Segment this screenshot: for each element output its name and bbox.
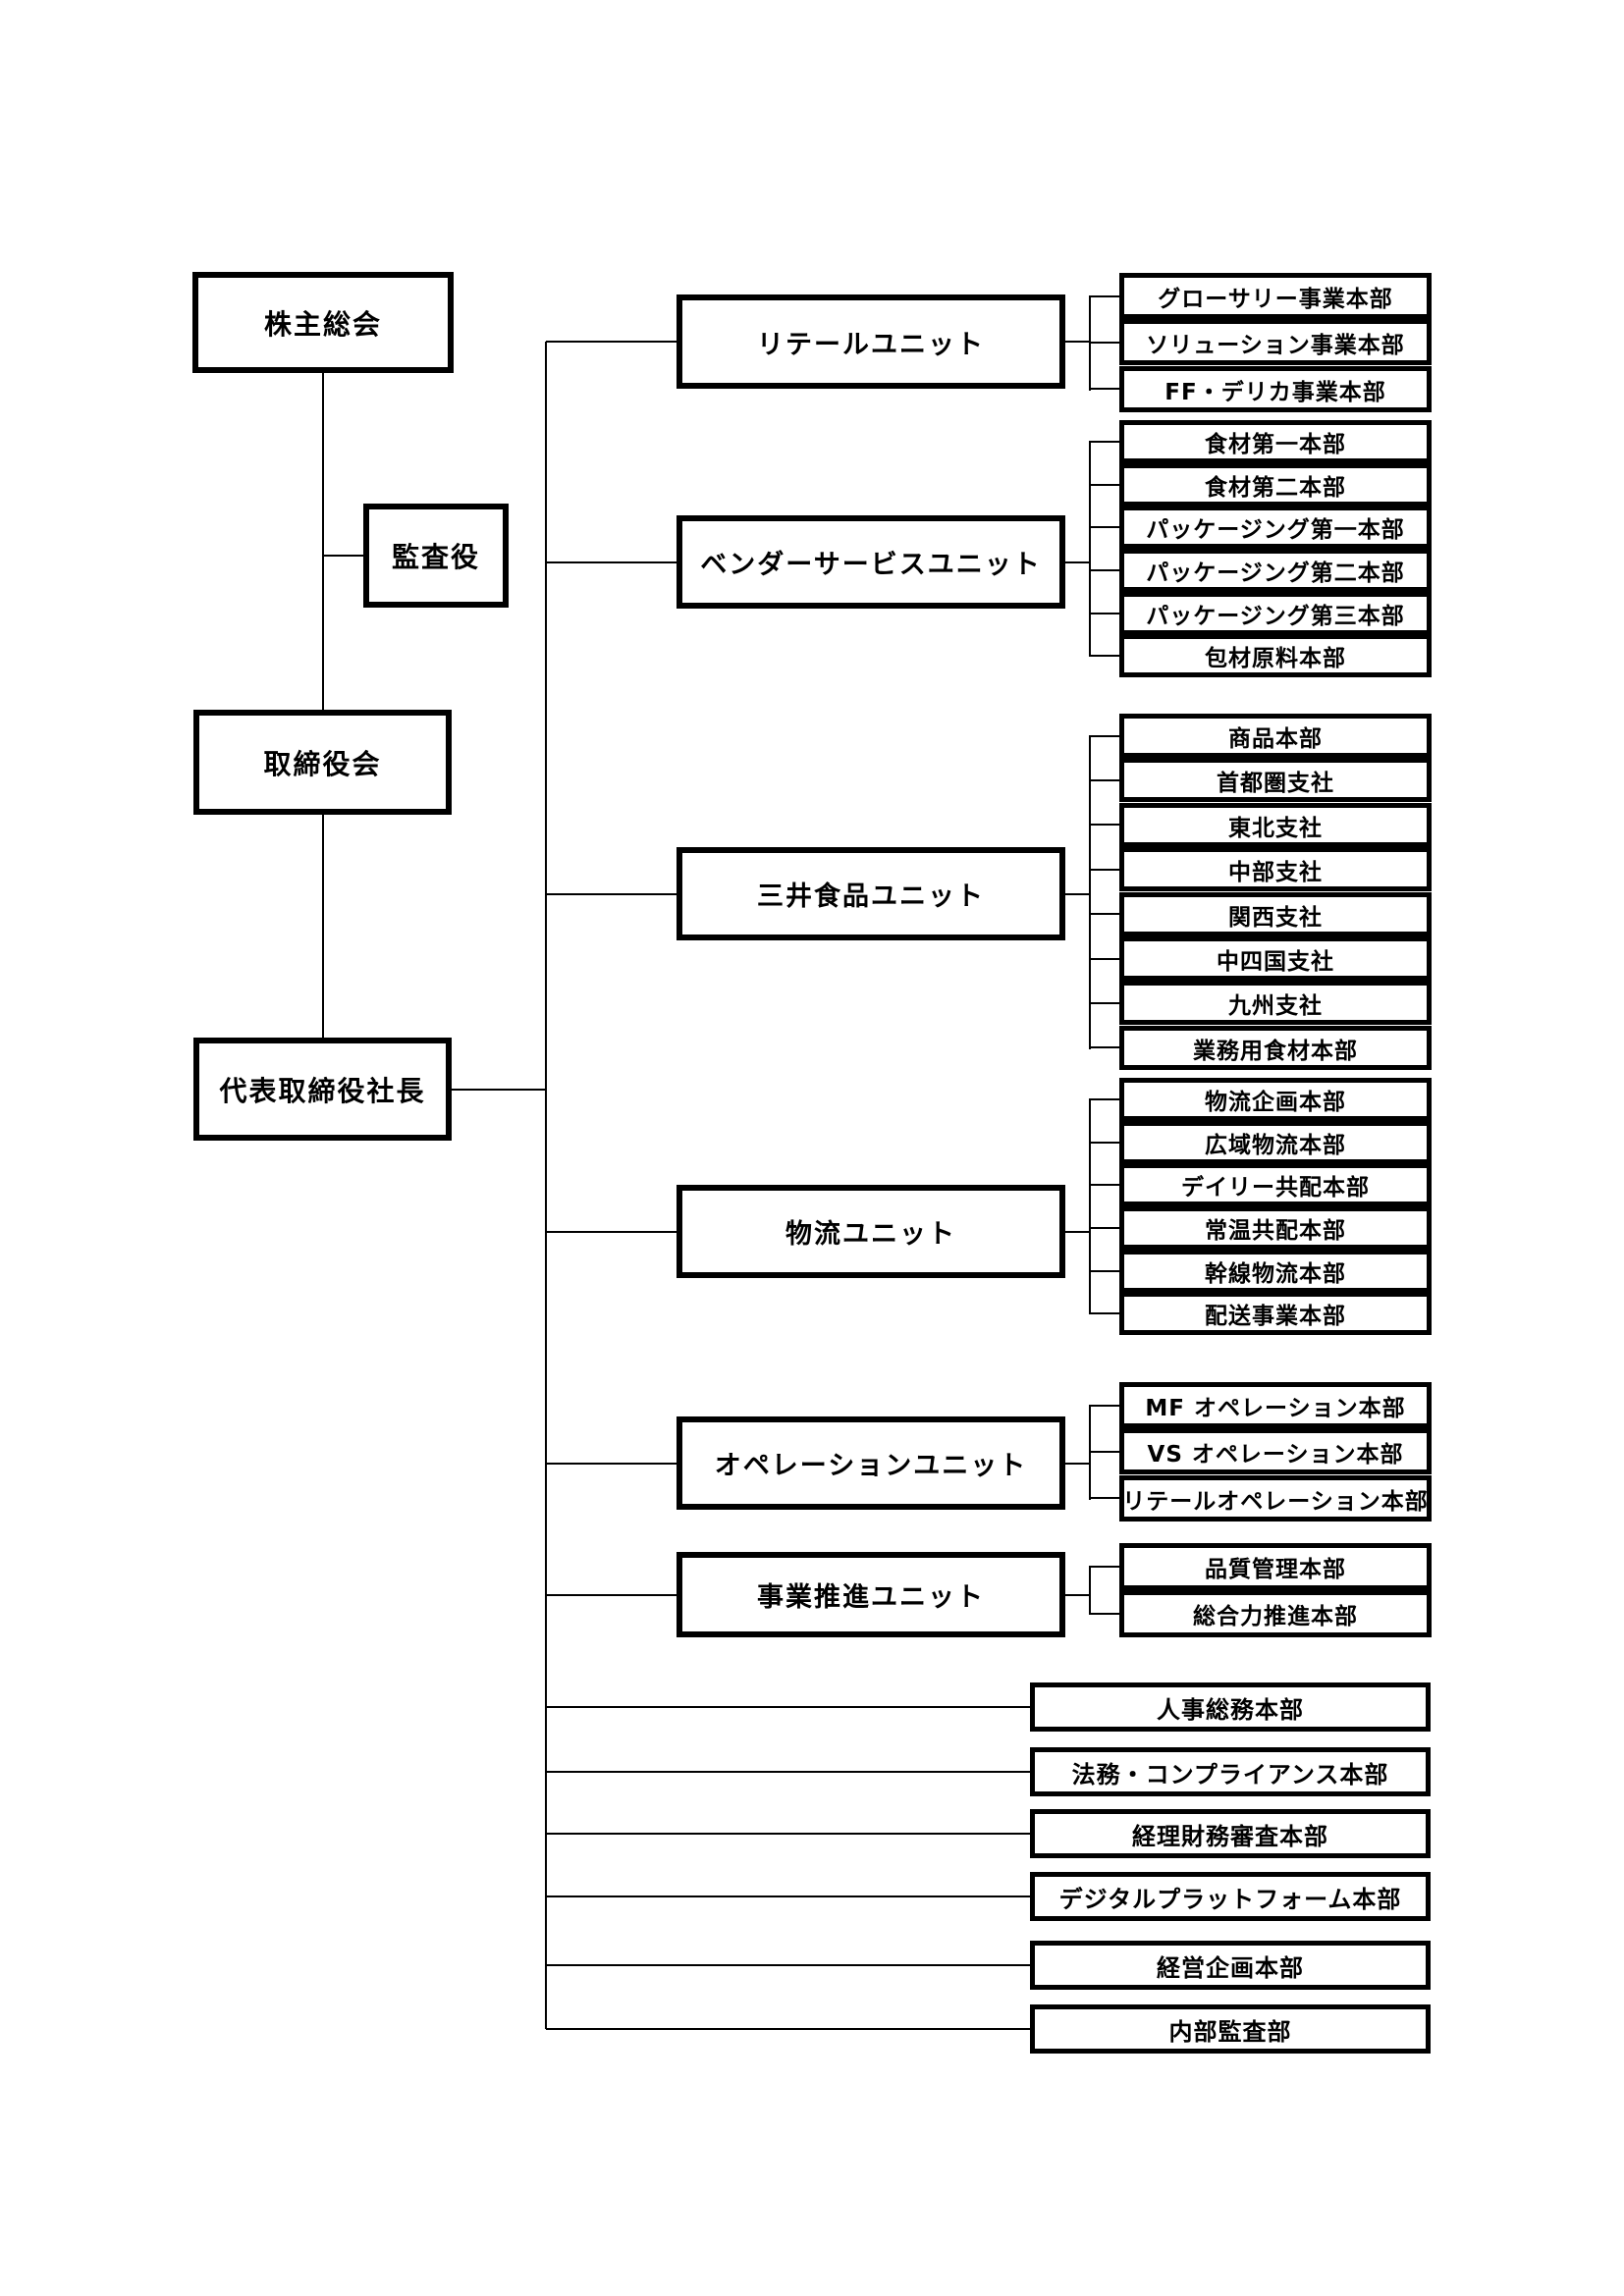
child-division-box: 品質管理本部 [1119,1543,1432,1590]
trunk-to-department-line [546,1964,1030,1966]
child-division-box: 首都圏支社 [1119,758,1432,802]
child-division-box: 九州支社 [1119,981,1432,1025]
children-junction-line [1089,441,1091,657]
junction-to-child-line [1090,1497,1119,1499]
unit-to-junction-line [1065,1231,1090,1233]
child-division-box: MF オペレーション本部 [1119,1382,1432,1428]
junction-to-child-line [1090,295,1119,297]
junction-to-child-line [1090,569,1119,571]
junction-to-child-line [1090,779,1119,781]
direct-department-box: 内部監査部 [1030,2004,1431,2054]
direct-department-box: 経理財務審査本部 [1030,1809,1431,1858]
child-division-box: デイリー共配本部 [1119,1163,1432,1206]
trunk-to-department-line [546,2028,1030,2030]
spine-line-shareholders-to-board [322,373,324,710]
child-division-box: 食材第一本部 [1119,420,1432,463]
unit-box: リテールユニット [677,294,1065,389]
junction-to-child-line [1090,1312,1119,1314]
unit-box: オペレーションユニット [677,1416,1065,1510]
trunk-to-department-line [546,1833,1030,1835]
unit-to-junction-line [1065,341,1090,343]
unit-box: 事業推進ユニット [677,1552,1065,1637]
direct-department-box: デジタルプラットフォーム本部 [1030,1872,1431,1921]
trunk-to-department-line [546,1706,1030,1708]
trunk-to-unit-line [546,893,677,895]
junction-to-child-line [1090,1002,1119,1004]
junction-to-child-line [1090,735,1119,737]
trunk-to-unit-line [546,561,677,563]
junction-to-child-line [1090,484,1119,486]
junction-to-child-line [1090,1046,1119,1048]
unit-box: 三井食品ユニット [677,847,1065,940]
unit-box: ベンダーサービスユニット [677,515,1065,609]
junction-to-child-line [1090,1142,1119,1144]
trunk-to-unit-line [546,341,677,343]
junction-to-child-line [1090,388,1119,390]
junction-to-child-line [1090,824,1119,826]
junction-to-child-line [1090,1098,1119,1100]
president-box: 代表取締役社長 [193,1038,452,1141]
direct-department-box: 人事総務本部 [1030,1682,1431,1732]
trunk-to-department-line [546,1896,1030,1897]
trunk-line [545,342,547,2029]
trunk-to-unit-line [546,1594,677,1596]
children-junction-line [1089,1098,1091,1314]
shareholders-meeting-box: 株主総会 [192,272,454,373]
trunk-to-unit-line [546,1231,677,1233]
board-of-directors-box: 取締役会 [193,710,452,815]
child-division-box: パッケージング第二本部 [1119,549,1432,592]
unit-to-junction-line [1065,561,1090,563]
child-division-box: 東北支社 [1119,803,1432,847]
child-division-box: 総合力推進本部 [1119,1590,1432,1637]
spine-line-board-to-president [322,815,324,1038]
child-division-box: 包材原料本部 [1119,634,1432,677]
trunk-to-department-line [546,1771,1030,1773]
junction-to-child-line [1090,1451,1119,1453]
trunk-to-unit-line [546,1463,677,1465]
junction-to-child-line [1090,1227,1119,1229]
child-division-box: ソリューション事業本部 [1119,319,1432,365]
junction-to-child-line [1090,869,1119,871]
auditors-box: 監査役 [363,504,509,608]
child-division-box: 中部支社 [1119,847,1432,891]
junction-to-child-line [1090,655,1119,657]
child-division-box: 広域物流本部 [1119,1121,1432,1164]
child-division-box: パッケージング第一本部 [1119,506,1432,549]
junction-to-child-line [1090,1270,1119,1272]
junction-to-child-line [1090,1405,1119,1407]
junction-to-child-line [1090,1613,1119,1615]
child-division-box: 物流企画本部 [1119,1078,1432,1121]
child-division-box: リテールオペレーション本部 [1119,1475,1432,1522]
junction-to-child-line [1090,958,1119,960]
children-junction-line [1089,1566,1091,1615]
junction-to-child-line [1090,913,1119,915]
junction-to-child-line [1090,526,1119,528]
junction-to-child-line [1090,613,1119,614]
junction-to-child-line [1090,1184,1119,1186]
president-to-trunk-line [452,1089,546,1091]
child-division-box: 幹線物流本部 [1119,1250,1432,1293]
children-junction-line [1089,735,1091,1049]
child-division-box: 業務用食材本部 [1119,1026,1432,1070]
unit-to-junction-line [1065,1463,1090,1465]
child-division-box: 食材第二本部 [1119,463,1432,507]
junction-to-child-line [1090,441,1119,443]
junction-to-child-line [1090,342,1119,344]
child-division-box: グローサリー事業本部 [1119,273,1432,319]
direct-department-box: 経営企画本部 [1030,1941,1431,1990]
child-division-box: パッケージング第三本部 [1119,592,1432,635]
child-division-box: FF・デリカ事業本部 [1119,366,1432,412]
unit-box: 物流ユニット [677,1185,1065,1278]
child-division-box: 配送事業本部 [1119,1292,1432,1335]
child-division-box: VS オペレーション本部 [1119,1428,1432,1474]
junction-to-child-line [1090,1566,1119,1568]
child-division-box: 商品本部 [1119,714,1432,758]
auditors-connector-line [323,555,363,557]
child-division-box: 常温共配本部 [1119,1206,1432,1250]
direct-department-box: 法務・コンプライアンス本部 [1030,1747,1431,1796]
unit-to-junction-line [1065,1594,1090,1596]
child-division-box: 中四国支社 [1119,936,1432,981]
unit-to-junction-line [1065,893,1090,895]
child-division-box: 関西支社 [1119,892,1432,936]
